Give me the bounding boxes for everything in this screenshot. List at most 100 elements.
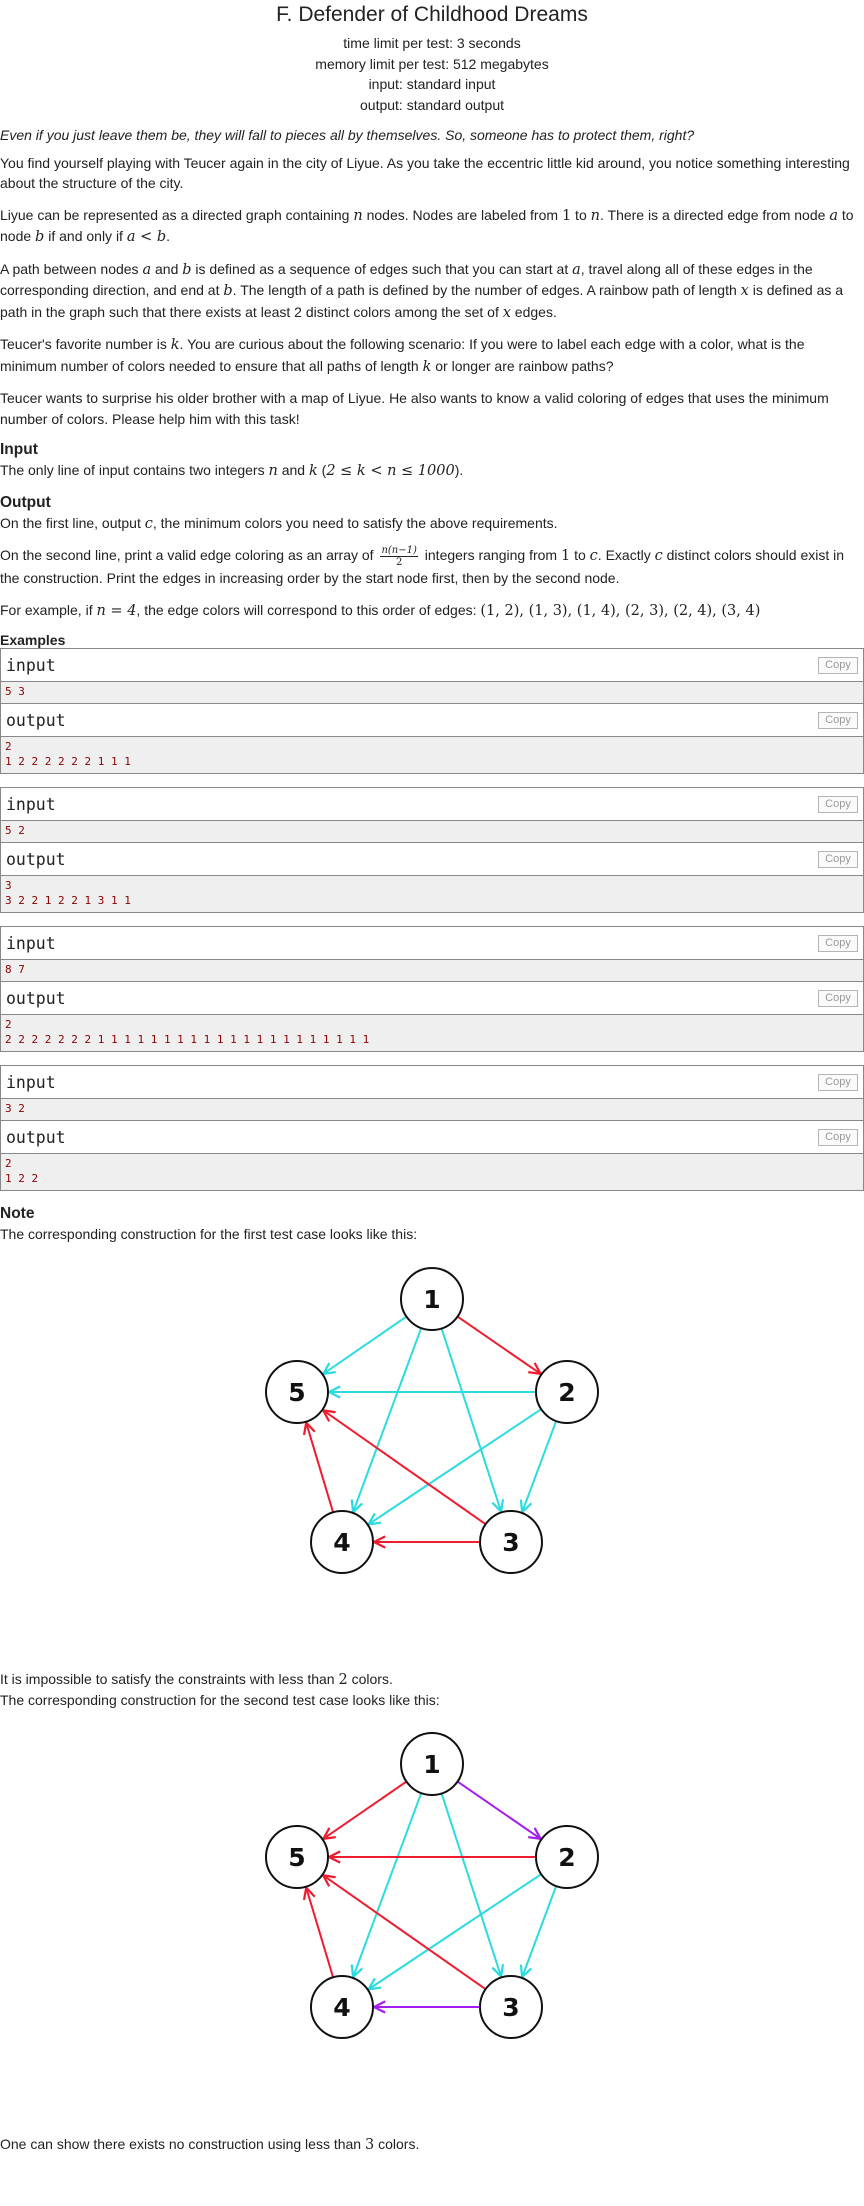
graph-node-label: 4 [333, 1993, 350, 2022]
math-var: 1 [560, 548, 571, 565]
legend-epigraph: Even if you just leave them be, they wil… [0, 127, 695, 143]
input-spec: The only line of input contains two inte… [0, 460, 864, 482]
math-var: b [223, 283, 233, 299]
output-spec-text: distinct colors should exist in the cons… [0, 547, 845, 586]
math-expr: (1, 2), (1, 3), (1, 4), (2, 3), (2, 4), … [480, 602, 761, 619]
graph-node-4: 4 [310, 1974, 374, 2039]
example-data: 2 2 2 2 2 2 2 2 1 1 1 1 1 1 1 1 1 1 1 1 … [1, 1015, 863, 1051]
math-var: k [170, 337, 180, 353]
copy-button[interactable]: Copy [818, 657, 858, 674]
fraction-numerator: n(n−1) [380, 545, 418, 557]
graph-edge-2-4 [369, 1872, 542, 1989]
note-text: It is impossible to satisfy the constrai… [0, 1669, 864, 1690]
statement-text: Liyue can be represented as a directed g… [0, 206, 354, 223]
statement-text: to [571, 206, 591, 223]
math-var: k [422, 358, 432, 375]
math-var: 2 [338, 1671, 348, 1688]
graph-edge-1-2 [456, 1315, 541, 1373]
input-file: input: standard input [368, 76, 496, 92]
math-expr: a < b [126, 229, 167, 245]
graph-node-2: 2 [535, 1359, 599, 1424]
graph-node-label: 1 [423, 1285, 440, 1314]
copy-button[interactable]: Copy [818, 1074, 858, 1091]
graph-node-1: 1 [400, 1266, 464, 1331]
graph-edge-1-4 [353, 1327, 423, 1512]
statement-text: and [151, 260, 183, 277]
graph-node-label: 3 [502, 1528, 519, 1557]
output-file: output: standard output [360, 96, 504, 113]
graph-node-3: 3 [479, 1974, 543, 2039]
math-var: n [353, 207, 363, 224]
math-var: c [589, 548, 598, 565]
graph-edge-1-5 [323, 1315, 408, 1373]
graph-node-label: 4 [333, 1528, 350, 1557]
graph-edge-1-2 [456, 1780, 541, 1838]
example-data: 2 1 2 2 [1, 1154, 863, 1190]
math-var: b [182, 261, 192, 278]
statement-paragraph: Teucer's favorite number is k. You are c… [0, 334, 864, 377]
graph-edge-2-3 [522, 1885, 558, 1977]
graph-edge-1-5 [323, 1780, 408, 1838]
example-data: 3 2 [1, 1099, 863, 1121]
example-section-label: input [6, 656, 56, 675]
graph-edge-2-4 [369, 1407, 542, 1524]
example-data: 2 1 2 2 2 2 2 2 1 1 1 [1, 737, 863, 773]
math-var: c [654, 548, 663, 565]
statement-text: . There is a directed edge from node [599, 206, 830, 223]
input-spec-text: ). [454, 462, 464, 478]
math-var: k [308, 463, 318, 479]
copy-button[interactable]: Copy [818, 990, 858, 1007]
copy-button[interactable]: Copy [818, 796, 858, 813]
time-limit: time limit per test: 3 seconds [343, 35, 521, 51]
statement-text: or longer are rainbow paths? [431, 357, 614, 374]
graph-node-3: 3 [479, 1509, 543, 1574]
fraction-denominator: 2 [395, 557, 403, 568]
output-section-title: Output [0, 493, 51, 511]
graph-edge-1-4 [353, 1792, 423, 1977]
examples-title: Examples [0, 632, 66, 648]
graph-node-1: 1 [400, 1731, 464, 1796]
statement-text: , travel along all of these edges in the… [0, 260, 813, 299]
note-text-part: colors. [374, 2135, 420, 2152]
statement-text: . The length of a path is defined by the… [232, 282, 741, 298]
statement-paragraph: A path between nodes a and b is defined … [0, 259, 864, 324]
statement-text: to node [0, 206, 854, 245]
output-spec-text: integers ranging from [420, 547, 561, 564]
example-data: 5 2 [1, 821, 863, 843]
example-data: 5 3 [1, 682, 863, 704]
copy-button[interactable]: Copy [818, 935, 858, 952]
graph-edge-3-5 [323, 1410, 487, 1525]
math-var: 3 [364, 2136, 375, 2153]
problem-title: F. Defender of Childhood Dreams [276, 3, 588, 26]
note-text-part: It is impossible to satisfy the constrai… [0, 1670, 339, 1687]
copy-button[interactable]: Copy [818, 712, 858, 729]
math-var: n [590, 207, 600, 224]
math-expr: n = 4 [96, 602, 137, 619]
input-spec-text: ( [317, 462, 327, 478]
statement-text: is defined as a path in the graph such t… [0, 282, 844, 320]
note-text: One can show there exists no constructio… [0, 2134, 864, 2155]
note-caption: The corresponding construction for the f… [0, 1226, 418, 1242]
statement-text: is defined as a sequence of edges such t… [191, 260, 573, 277]
statement-text: . [166, 228, 171, 244]
output-spec-text: , the minimum colors you need to satisfy… [152, 514, 558, 531]
copy-button[interactable]: Copy [818, 851, 858, 868]
statement-text: A path between nodes [0, 260, 143, 277]
output-spec-text: to [570, 547, 590, 564]
statement-paragraph: Teucer wants to surprise his older broth… [0, 388, 864, 429]
math-expr: 2 ≤ k < n ≤ 1000 [326, 463, 455, 479]
output-spec-text: On the second line, print a valid edge c… [0, 547, 378, 564]
problem-statement: F. Defender of Childhood Dreams time lim… [0, 2, 864, 2155]
copy-button[interactable]: Copy [818, 1129, 858, 1146]
